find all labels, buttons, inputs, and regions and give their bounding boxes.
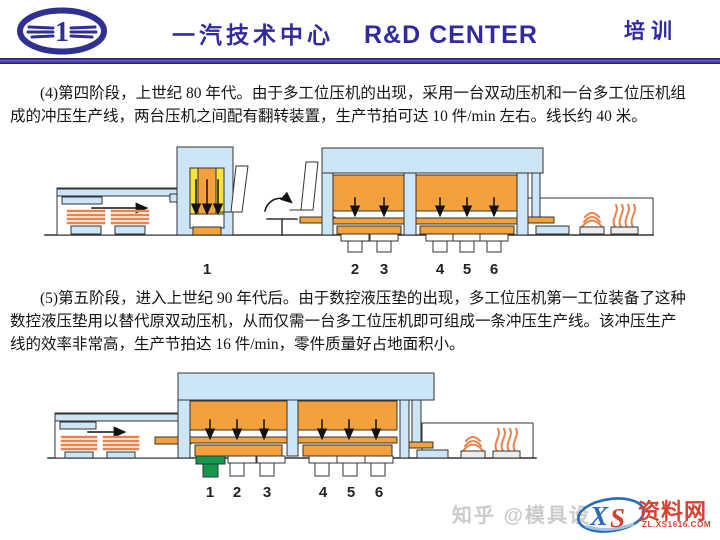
blank-destacker: [54, 412, 186, 459]
station-label: 1: [205, 484, 215, 501]
station-label: 6: [489, 261, 499, 278]
xs-site-logo: X S 资料网 ZL.XS1616.COM: [576, 492, 720, 536]
press-crown: [321, 147, 544, 174]
unloader-arm: [219, 165, 249, 213]
station-label: 5: [346, 484, 356, 501]
multi-station-press: [289, 147, 570, 253]
xs-logo-icon: X S: [576, 497, 646, 533]
press-slide: [297, 400, 398, 431]
faw-logo-icon: 1: [17, 7, 107, 55]
site-name: 资料网: [638, 499, 708, 524]
station-label: 1: [202, 261, 212, 278]
station-label: 3: [262, 484, 272, 501]
station-label: 3: [379, 261, 389, 278]
station-label: 6: [374, 484, 384, 501]
output-part-stacks: [460, 427, 521, 459]
paragraph-line: (5)第五阶段，进入上世纪 90 年代后。由于数控液压垫的出现，多工位压机第一工…: [40, 290, 686, 307]
press-crown: [177, 372, 435, 401]
paragraph-stage5: (5)第五阶段，进入上世纪 90 年代后。由于数控液压垫的出现，多工位压机第一工…: [10, 287, 712, 356]
svg-text:1: 1: [55, 17, 69, 48]
blank-stack: [66, 209, 150, 225]
output-part-stacks: [579, 203, 639, 235]
diagram-stage4: [44, 146, 654, 253]
double-action-press: [169, 146, 234, 236]
station-arrows: [349, 197, 500, 218]
header-badge: 培训: [624, 20, 678, 43]
cushion-pedestals: [227, 455, 394, 477]
paragraph-stage4: (4)第四阶段，上世纪 80 年代。由于多工位压机的出现，采用一台双动压机和一台…: [10, 82, 712, 128]
nc-hydraulic-cushion: [195, 455, 226, 478]
zhihu-watermark-text: 知乎 @模具设: [452, 505, 592, 527]
svg-text:S: S: [610, 503, 625, 533]
site-url: ZL.XS1616.COM: [642, 520, 712, 529]
press-slide: [332, 174, 405, 212]
press-slide: [189, 400, 288, 431]
cushion-pedestals: [340, 233, 509, 253]
station-label: 4: [318, 484, 328, 501]
header-title: 一汽技术中心 R&D CENTER: [172, 16, 538, 50]
station-label: 2: [350, 261, 360, 278]
press-stroke-arrows: [190, 179, 224, 216]
turnover-device: [264, 191, 298, 236]
header-title-cn: 一汽技术中心: [172, 22, 334, 48]
paragraph-line: 线的效率非常高，生产节拍达 16 件/min，零件质量好占地面积小。: [10, 336, 465, 353]
slide-header: 1 一汽技术中心 R&D CENTER 培训: [0, 0, 720, 58]
header-divider: [0, 58, 720, 64]
press-slide: [415, 174, 518, 212]
multi-station-press: [154, 372, 449, 478]
station-label: 5: [462, 261, 472, 278]
paragraph-line: 成的冲压生产线，两台压机之间配有翻转装置，生产节拍可达 10 件/min 左右。…: [10, 108, 647, 125]
svg-text:X: X: [589, 501, 609, 531]
loader-arm: [300, 161, 319, 211]
station-arrows: [204, 419, 382, 441]
diagram-stage5: [47, 372, 537, 478]
blank-stack: [60, 435, 140, 451]
header-title-en: R&D CENTER: [364, 21, 538, 49]
station-label: 2: [232, 484, 242, 501]
paragraph-line: (4)第四阶段，上世纪 80 年代。由于多工位压机的出现，采用一台双动压机和一台…: [40, 85, 686, 102]
station-label: 4: [435, 261, 445, 278]
paragraph-line: 数控液压垫用以替代原双动压机，从而仅需一台多工位压机即可组成一条冲压生产线。该冲…: [10, 313, 677, 330]
